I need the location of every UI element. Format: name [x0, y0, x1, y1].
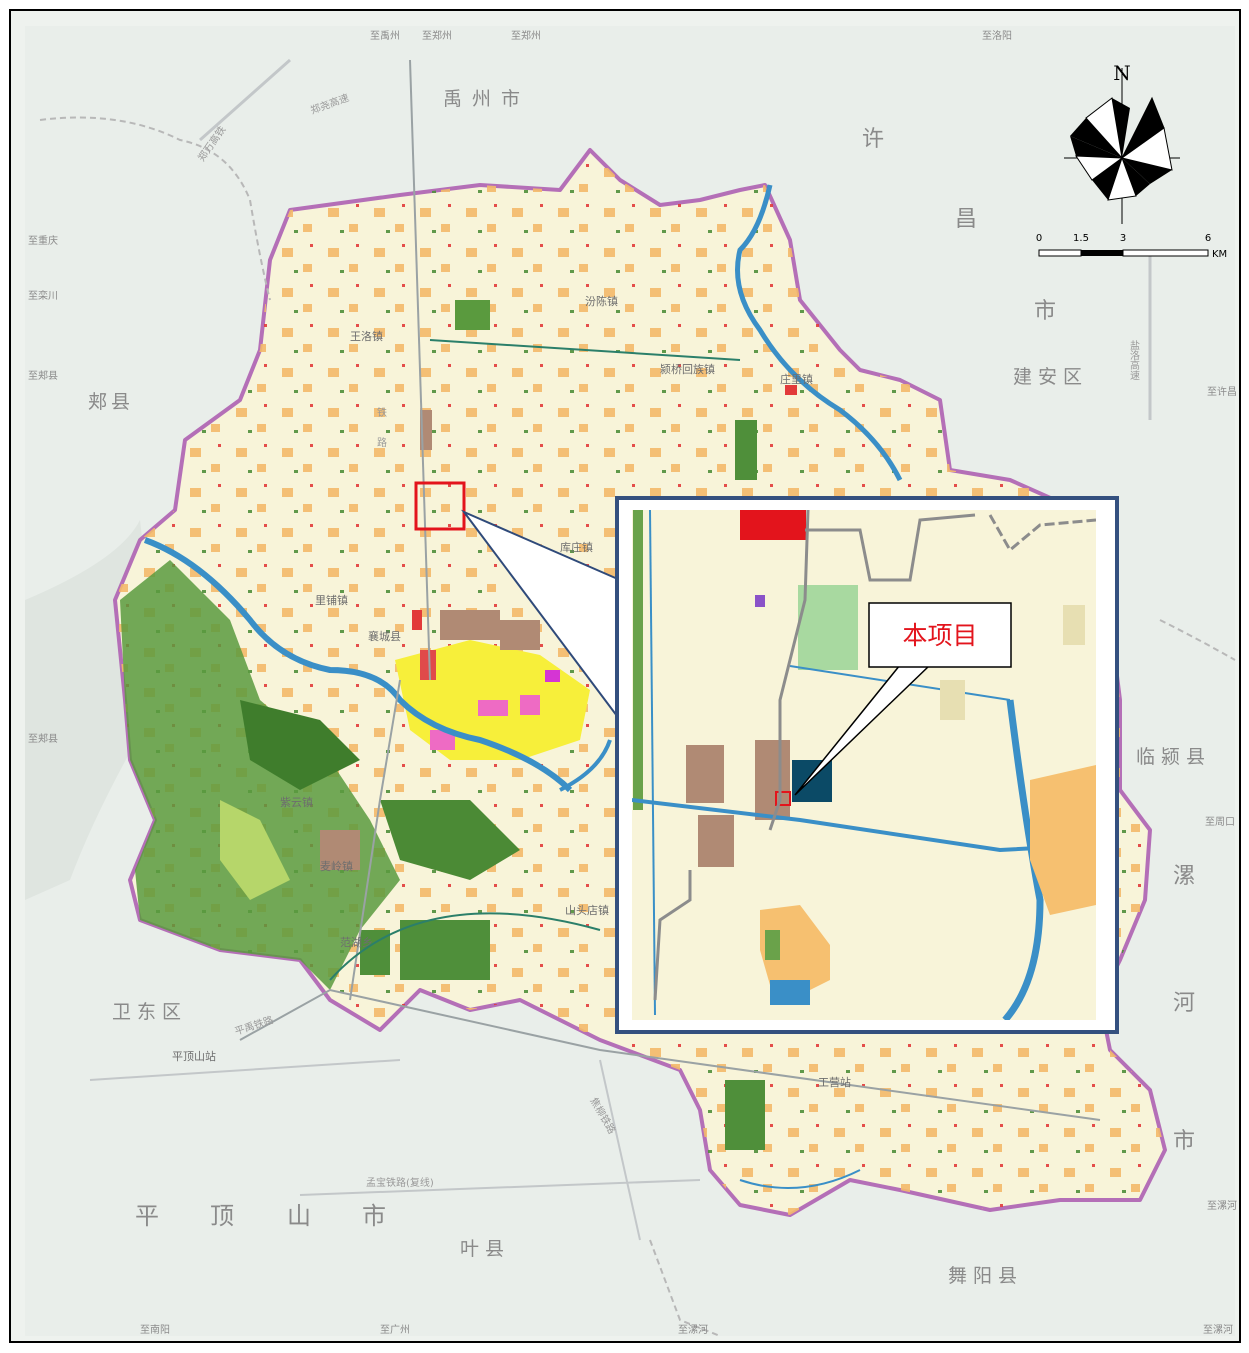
svg-text:KM: KM: [1212, 249, 1227, 260]
svg-text:麦岭镇: 麦岭镇: [320, 859, 353, 873]
svg-text:路: 路: [377, 436, 387, 449]
project-locator-box: [414, 481, 466, 531]
label-xu: 许: [862, 127, 884, 152]
label-jiaxian: 郏县: [88, 391, 134, 413]
forest-area: [120, 560, 400, 990]
label-luo: 漯: [1173, 864, 1195, 889]
svg-text:至郏县: 至郏县: [28, 369, 58, 382]
river-ying: [143, 537, 573, 793]
label-chang: 昌: [955, 207, 977, 232]
svg-text:至郑州: 至郑州: [511, 29, 541, 42]
svg-text:铁: 铁: [377, 406, 387, 419]
label-yexian: 叶县: [460, 1238, 510, 1260]
label-shi-luohe: 市: [1173, 1129, 1195, 1154]
svg-text:6: 6: [1205, 233, 1211, 244]
svg-text:汾陈镇: 汾陈镇: [585, 294, 618, 308]
svg-text:紫云镇: 紫云镇: [280, 795, 313, 809]
svg-text:平顶山站: 平顶山站: [172, 1049, 216, 1063]
svg-text:至许昌: 至许昌: [1207, 386, 1237, 398]
svg-text:至广州: 至广州: [380, 1324, 410, 1336]
label-jianan: 建安区: [1013, 366, 1088, 388]
svg-text:襄城县: 襄城县: [368, 629, 401, 643]
svg-text:至栾川: 至栾川: [28, 289, 58, 302]
label-shi-pds: 市: [362, 1202, 386, 1230]
svg-text:库庄镇: 库庄镇: [560, 540, 593, 554]
inset-map: 本项目: [615, 496, 1119, 1034]
scale-bar: 0 1.5 3 6 KM: [1036, 233, 1227, 260]
svg-text:至周口: 至周口: [1205, 816, 1235, 828]
north-label: N: [1113, 61, 1131, 85]
svg-text:至郑州: 至郑州: [422, 29, 452, 42]
north-arrow-icon: N: [1064, 61, 1180, 224]
label-he: 河: [1173, 991, 1195, 1016]
svg-text:至禹州: 至禹州: [370, 29, 400, 42]
svg-text:至漯河: 至漯河: [1207, 1200, 1237, 1212]
label-shi-xuchang: 市: [1034, 299, 1056, 324]
label-ding: 顶: [210, 1202, 234, 1230]
svg-text:王洛镇: 王洛镇: [350, 329, 383, 343]
svg-text:0: 0: [1036, 233, 1042, 244]
svg-text:至重庆: 至重庆: [28, 234, 58, 247]
svg-text:至洛阳: 至洛阳: [982, 29, 1012, 42]
label-weidong: 卫东区: [112, 1001, 187, 1023]
svg-text:山头店镇: 山头店镇: [565, 903, 609, 917]
label-wuyang: 舞阳县: [948, 1265, 1023, 1287]
svg-text:至南阳: 至南阳: [140, 1323, 170, 1336]
svg-text:范湖乡: 范湖乡: [340, 935, 373, 949]
svg-text:工营站: 工营站: [818, 1075, 851, 1089]
svg-text:里铺镇: 里铺镇: [315, 593, 348, 607]
label-linying: 临颍县: [1136, 746, 1211, 768]
label-shan: 山: [287, 1202, 311, 1230]
label-yuzhou: 禹州市: [443, 88, 530, 110]
svg-text:至郏县: 至郏县: [28, 732, 58, 745]
label-ping: 平: [135, 1202, 159, 1230]
svg-text:孟宝铁路(复线): 孟宝铁路(复线): [366, 1176, 434, 1189]
svg-text:1.5: 1.5: [1073, 233, 1089, 244]
svg-text:盐洛高速: 盐洛高速: [1128, 339, 1140, 380]
svg-text:3: 3: [1120, 233, 1126, 244]
callout-text: 本项目: [902, 621, 977, 650]
svg-text:至漯河: 至漯河: [678, 1324, 708, 1336]
callout-box: [868, 602, 1012, 668]
svg-text:至漯河: 至漯河: [1203, 1324, 1233, 1336]
svg-text:颍桥回族镇: 颍桥回族镇: [660, 362, 715, 376]
svg-text:庄里镇: 庄里镇: [780, 372, 813, 386]
